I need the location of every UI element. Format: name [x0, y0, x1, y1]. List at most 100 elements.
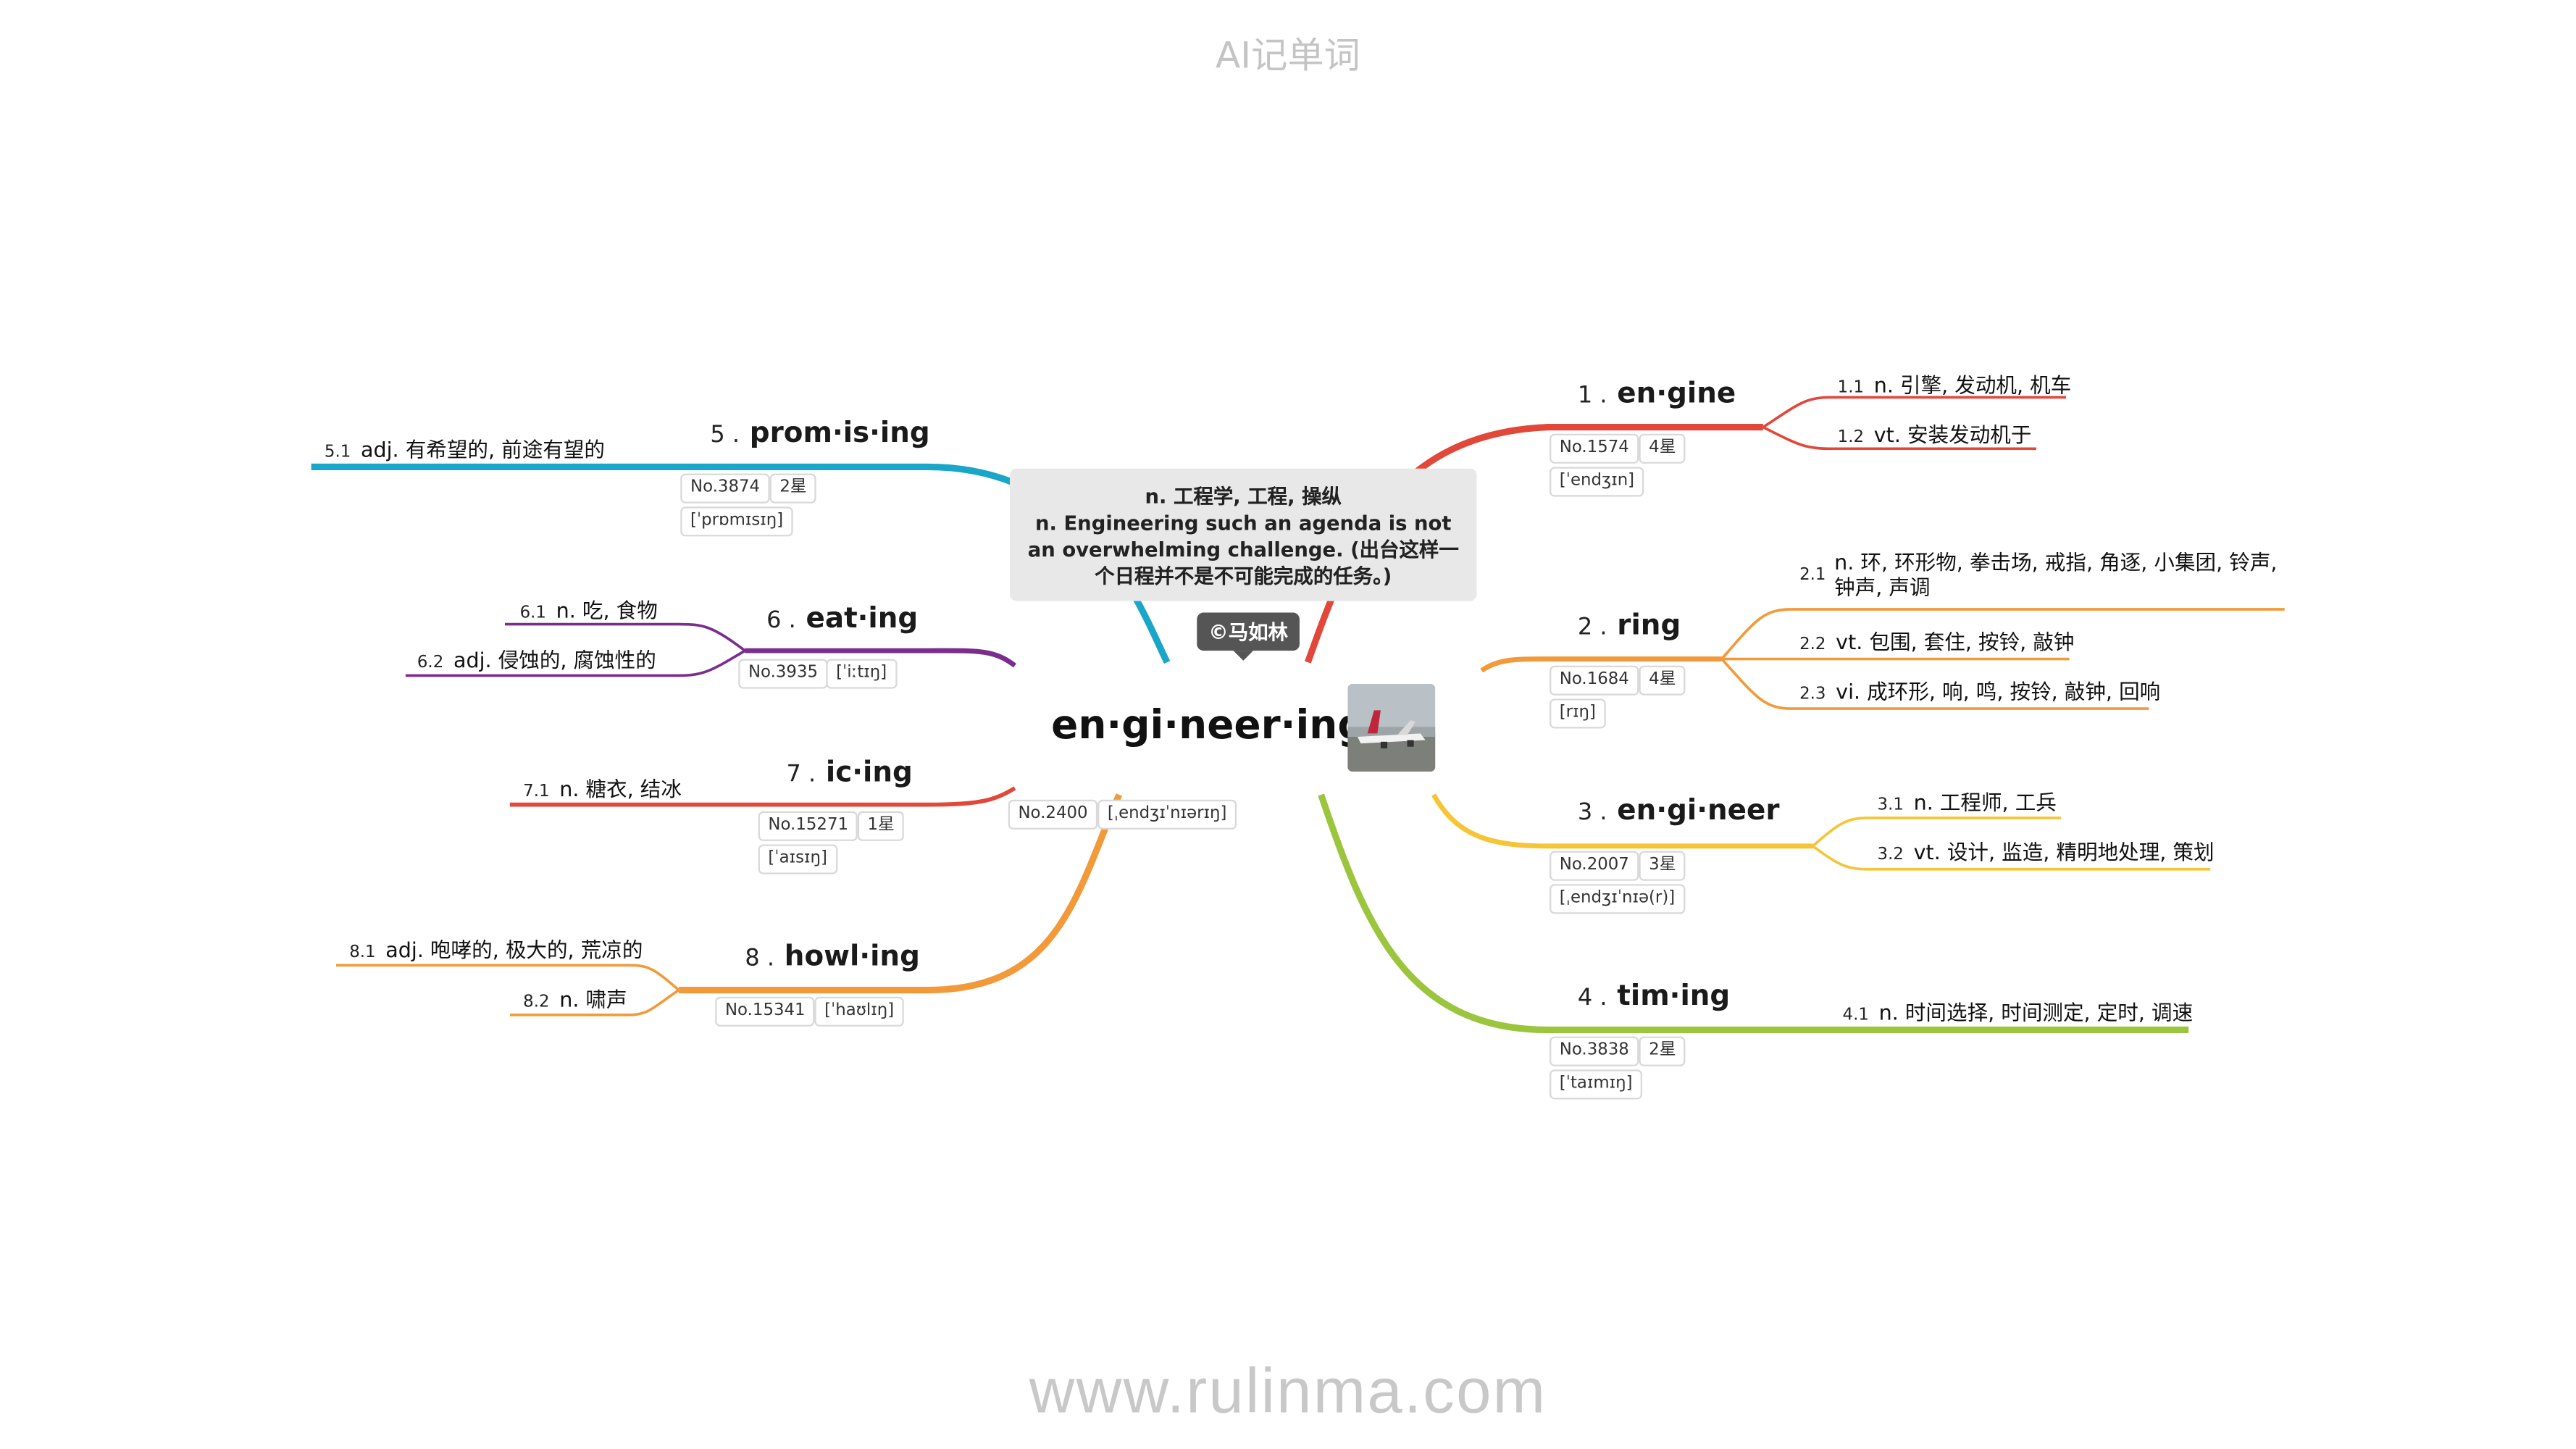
sense-number: 3.1 — [1877, 796, 1904, 815]
sense-number: 2.2 — [1799, 635, 1826, 654]
app-title: AI记单词 — [1215, 36, 1360, 78]
sense-text: n. 环, 环形物, 拳击场, 戒指, 角逐, 小集团, 铃声, 钟声, 声调 — [1834, 549, 2278, 600]
sense-text: adj. 有希望的, 前途有望的 — [360, 437, 605, 462]
sense-1-1: 1.1 n. 引擎, 发动机, 机车 — [1838, 367, 2072, 398]
rank-tag: No.3838 — [1550, 1036, 1639, 1066]
sense-3-1: 3.1 n. 工程师, 工兵 — [1878, 785, 2057, 816]
sense-2-2: 2.2 vt. 包围, 套住, 按铃, 敲钟 — [1799, 625, 2074, 656]
sense-6-1: 6.1 n. 吃, 食物 — [520, 593, 658, 624]
phonetic-tag: [rɪŋ] — [1550, 698, 1606, 729]
branch-engine[interactable]: 1 . en·gine — [1578, 377, 1736, 411]
rank-tag: No.3935 — [738, 659, 828, 689]
branch-word: ic·ing — [825, 756, 913, 790]
sense-text: vt. 包围, 套住, 按铃, 敲钟 — [1836, 629, 2075, 654]
rank-tag: No.15341 — [715, 996, 816, 1027]
stars-tag: 4星 — [1639, 665, 1686, 696]
edge-engineer — [1431, 793, 1813, 849]
branch-word: en·gi·neer — [1617, 794, 1780, 828]
sense-number: 8.1 — [349, 943, 376, 962]
branch-engineer[interactable]: 3 . en·gi·neer — [1578, 795, 1780, 828]
sense-text: n. 糖衣, 结冰 — [559, 776, 682, 802]
sense-5-1: 5.1 adj. 有希望的, 前途有望的 — [325, 432, 605, 463]
note-example: n. Engineering such an agenda is not an … — [1027, 511, 1459, 588]
rank-tag: No.2007 — [1550, 851, 1639, 881]
sense-number: 6.1 — [519, 604, 546, 623]
sense-number: 3.2 — [1877, 845, 1904, 864]
edge-ring-2-3 — [1720, 658, 2149, 710]
edge-ring — [1480, 656, 1722, 673]
edge-icing — [509, 786, 1016, 807]
branch-word: tim·ing — [1617, 980, 1731, 1014]
phonetic-tag: [ˈprɒmɪsɪŋ] — [680, 506, 793, 537]
sense-text: n. 引擎, 发动机, 机车 — [1873, 372, 2072, 398]
branch-word: prom·is·ing — [749, 417, 930, 451]
rank-tag: No.3874 — [680, 473, 770, 504]
stars-tag: 1星 — [857, 811, 905, 841]
branch-number: 4 . — [1577, 985, 1607, 1012]
sense-text: n. 吃, 食物 — [556, 597, 658, 623]
edge-timing — [1318, 793, 2189, 1034]
sense-8-1: 8.1 adj. 咆哮的, 极大的, 荒凉的 — [349, 932, 643, 964]
branch-promising[interactable]: 5 . prom·is·ing — [710, 417, 929, 451]
edge-engine-1-1 — [1762, 396, 2067, 429]
central-rank-tag: No.2400 — [1008, 799, 1098, 830]
branch-word: en·gine — [1617, 377, 1736, 411]
central-phonetic-tag: [ˌendʒɪˈnɪərɪŋ] — [1097, 799, 1237, 830]
sense-text: n. 工程师, 工兵 — [1913, 790, 2057, 815]
sense-text: n. 啸声 — [559, 987, 627, 1012]
branch-timing[interactable]: 4 . tim·ing — [1578, 980, 1730, 1014]
central-word[interactable]: en·gi·neer·ing — [1051, 701, 1366, 748]
branch-number: 8 . — [745, 945, 775, 972]
branch-number: 6 . — [766, 607, 796, 635]
edge-eating-6-2 — [405, 649, 746, 677]
branch-ring[interactable]: 2 .ring — [1578, 609, 1681, 643]
branch-word: ring — [1617, 609, 1681, 643]
sense-text: vi. 成环形, 响, 鸣, 按铃, 敲钟, 回响 — [1836, 678, 2161, 704]
sense-2-3: 2.3 vi. 成环形, 响, 鸣, 按铃, 敲钟, 回响 — [1799, 674, 2160, 705]
edge-engineer-3-2 — [1812, 845, 2210, 871]
stars-tag: 4星 — [1639, 433, 1686, 464]
sense-text: adj. 咆哮的, 极大的, 荒凉的 — [385, 937, 643, 962]
edge-engine-1-2 — [1762, 425, 2036, 451]
branch-howling[interactable]: 8 . howl·ing — [745, 940, 920, 974]
stars-tag: 2星 — [769, 473, 817, 504]
phonetic-tag: [ˌendʒɪˈnɪə(r)] — [1550, 884, 1685, 914]
sense-6-2: 6.2 adj. 侵蚀的, 腐蚀性的 — [417, 643, 656, 674]
phonetic-tag: [ˈiːtɪŋ] — [826, 659, 897, 689]
site-url[interactable]: www.rulinma.com — [1029, 1357, 1547, 1427]
branch-word: eat·ing — [806, 602, 919, 636]
phonetic-tag: [ˈtaɪmɪŋ] — [1550, 1069, 1643, 1100]
stars-tag: 3星 — [1639, 851, 1686, 881]
rank-tag: No.1574 — [1550, 433, 1639, 464]
sense-text: vt. 设计, 监造, 精明地处理, 策划 — [1913, 839, 2215, 864]
airplane-photo-icon — [1347, 683, 1436, 772]
branch-eating[interactable]: 6 . eat·ing — [766, 603, 918, 636]
sense-2-1: 2.1 n. 环, 环形物, 拳击场, 戒指, 角逐, 小集团, 铃声, 钟声,… — [1799, 550, 2281, 600]
branch-icing[interactable]: 7 . ic·ing — [787, 756, 913, 790]
sense-number: 2.3 — [1799, 685, 1826, 704]
edge-howling-8-2 — [509, 989, 679, 1016]
branch-number: 1 . — [1577, 382, 1607, 409]
phonetic-tag: [ˈhaʊlɪŋ] — [814, 996, 904, 1027]
definition-note: n. 工程学, 工程, 操纵 n. Engineering such an ag… — [1010, 468, 1477, 601]
sense-number: 7.1 — [523, 782, 550, 802]
sense-text: adj. 侵蚀的, 腐蚀性的 — [453, 647, 656, 672]
branch-number: 7 . — [786, 761, 816, 788]
sense-number: 1.2 — [1837, 428, 1865, 448]
branch-word: howl·ing — [784, 940, 920, 974]
branch-number: 3 . — [1577, 799, 1607, 827]
sense-number: 1.1 — [1837, 379, 1865, 398]
edge-engineer-3-1 — [1812, 817, 2062, 848]
sense-number: 2.1 — [1799, 566, 1826, 585]
edge-eating-6-1 — [505, 622, 746, 652]
sense-number: 5.1 — [324, 443, 351, 462]
branch-number: 5 . — [710, 422, 740, 449]
sense-number: 6.2 — [417, 653, 444, 672]
sense-text: n. 时间选择, 时间测定, 定时, 调速 — [1878, 1000, 2194, 1025]
stars-tag: 2星 — [1639, 1036, 1686, 1066]
rank-tag: No.15271 — [758, 811, 858, 841]
